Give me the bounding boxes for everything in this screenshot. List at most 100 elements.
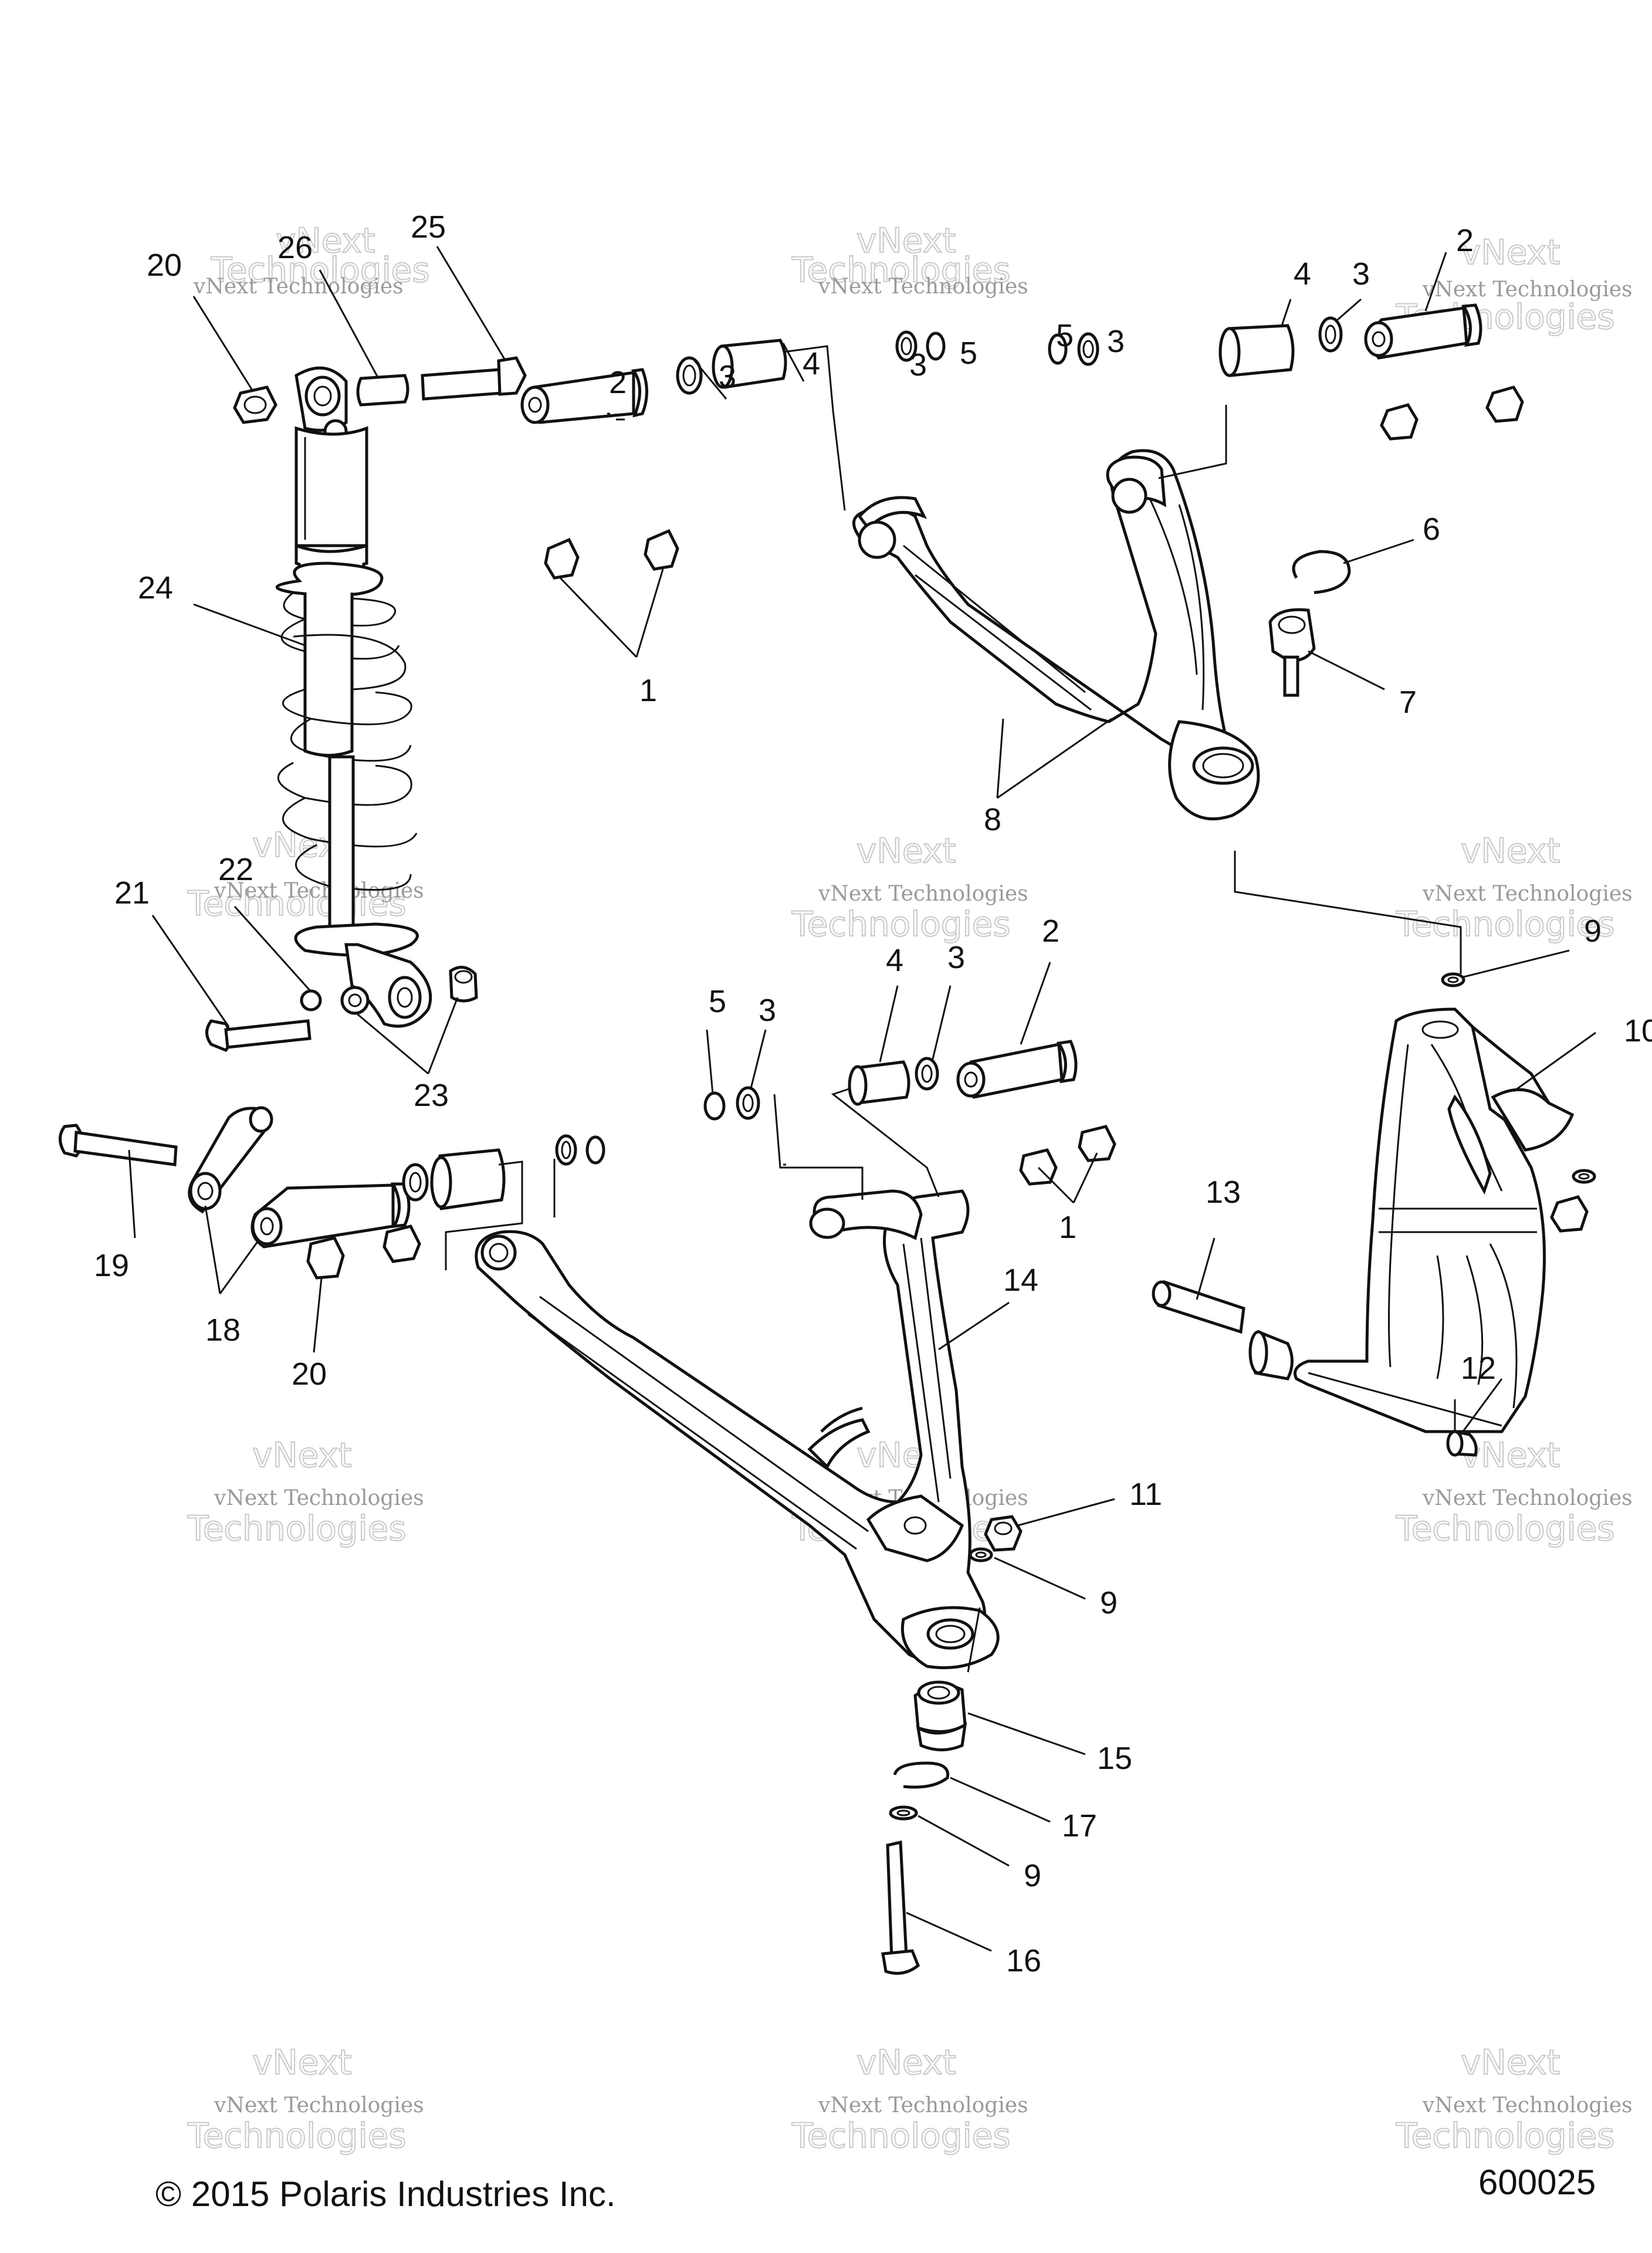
callout-8: 8 [984, 802, 1001, 837]
callout-14: 14 [1003, 1263, 1038, 1298]
watermark-text: vNext Technologies [193, 275, 404, 299]
callout-6: 6 [1423, 512, 1440, 547]
watermark-word: Technologies [791, 904, 1011, 944]
watermark-text: vNext Technologies [214, 2093, 424, 2117]
callout-15: 15 [1097, 1741, 1132, 1776]
callout-2-upper-right: 2 [1456, 223, 1474, 258]
watermark-word: vNext [1461, 232, 1560, 272]
watermark-word: Technologies [791, 2116, 1011, 2156]
lower-a-arm [475, 1189, 1000, 1669]
bolt-19-shank [73, 1131, 178, 1166]
watermark-word: vNext [1461, 831, 1560, 871]
nut-1b [644, 529, 679, 571]
watermark-lower-right: Technologies vNext vNext Technologies [1395, 1435, 1633, 1549]
callout-16: 16 [1006, 1943, 1041, 1978]
watermark-word: Technologies [187, 2116, 407, 2156]
lower-arm-rear-pivot-hardware [703, 1040, 1116, 1186]
callout-5-upper: 5 [1056, 318, 1074, 353]
callout-12: 12 [1461, 1351, 1496, 1386]
callout-17: 17 [1062, 1808, 1097, 1843]
watermark-text: vNext Technologies [214, 1486, 424, 1510]
bushing-26 [356, 374, 409, 407]
bolt-21-shank [224, 1019, 312, 1049]
nut-20-lower [306, 1236, 345, 1280]
callout-9-bottom: 9 [1024, 1858, 1041, 1893]
nut-1d [1078, 1125, 1116, 1162]
washer-3b [895, 330, 918, 362]
watermark-word: vNext [252, 1435, 351, 1475]
callout-9: 9 [1584, 914, 1602, 949]
bolt-25-head [497, 356, 527, 396]
bolt-16-shank [886, 1840, 908, 1962]
callout-10: 10 [1624, 1013, 1652, 1048]
watermark-word: Technologies [1396, 904, 1615, 944]
callout-13: 13 [1206, 1175, 1241, 1210]
snap-ring-6 [1292, 550, 1351, 594]
washer-3a [676, 356, 703, 395]
watermark-lower-left: Technologies vNext vNext Technologies [187, 1435, 424, 1549]
drawing-number: 600025 [1478, 2163, 1596, 2202]
watermark-word: Technologies [187, 1508, 407, 1548]
watermark-text: vNext Technologies [818, 275, 1028, 299]
footer: © 2015 Polaris Industries Inc. 600025 [155, 2163, 1596, 2214]
callout-25: 25 [411, 209, 446, 245]
nut-upper-rear-b [1485, 385, 1524, 423]
watermark-text: vNext Technologies [1422, 278, 1633, 302]
callout-numbers: 20 26 25 24 22 21 23 19 18 20 2 3 4 3 5 … [94, 209, 1652, 1978]
lower-arm-front-pivot-hardware [59, 1106, 605, 1280]
ball-joint-hardware-upper [1268, 550, 1351, 697]
watermark-top-center: Technologies vNext vNext Technologies [791, 220, 1028, 299]
washer-3e [736, 1086, 760, 1120]
ring-5c [703, 1091, 726, 1121]
nut-lower-front [382, 1224, 421, 1263]
watermark-word: vNext [1461, 1435, 1560, 1475]
callout-3: 3 [719, 359, 736, 394]
shock-top-hardware [233, 356, 527, 424]
watermark-word: Technologies [1396, 2116, 1615, 2156]
leader-lines [128, 246, 1596, 1952]
watermark-top-left: Technologies vNext vNext Technologies [193, 220, 431, 299]
callout-1: 1 [639, 673, 657, 708]
ring-5a [926, 331, 946, 361]
washer-9-lower-bottom [889, 1805, 918, 1821]
watermark-word: vNext [857, 831, 956, 871]
callout-3-lower: 3 [759, 993, 776, 1028]
watermark-bottom-center: Technologies vNext vNext Technologies [791, 2042, 1028, 2156]
callout-23: 23 [414, 1078, 449, 1113]
shock-bottom-hardware [205, 966, 478, 1053]
callout-7: 7 [1399, 685, 1417, 720]
watermark-middle-right: Technologies vNext vNext Technologies [1395, 830, 1633, 945]
snap-ring-17 [893, 1761, 950, 1789]
copyright-text: © 2015 Polaris Industries Inc. [155, 2174, 616, 2214]
lower-arm-shock-tab [866, 1494, 964, 1562]
nut-knuckle-right [1550, 1195, 1589, 1233]
callout-3-lower-right: 3 [947, 940, 965, 975]
nut-20-top [233, 385, 277, 424]
callout-26: 26 [277, 230, 313, 265]
callout-19: 19 [94, 1248, 129, 1283]
washer-3f [915, 1057, 939, 1091]
watermark-word: vNext [857, 2042, 956, 2082]
watermark-word: vNext [1461, 2042, 1560, 2082]
watermark-bottom-left: Technologies vNext vNext Technologies [187, 2042, 424, 2156]
ring-lower-front [585, 1135, 605, 1165]
shock-rod [328, 755, 355, 935]
callout-4-lower: 4 [886, 943, 903, 978]
nut-upper-rear-a [1380, 403, 1419, 441]
steering-knuckle [1294, 1007, 1575, 1433]
callout-22: 22 [218, 852, 253, 887]
spindle-pin-13 [1157, 1280, 1245, 1334]
callout-3-far-right: 3 [1352, 256, 1370, 292]
callout-4: 4 [803, 346, 820, 381]
callout-5-lower: 5 [709, 984, 726, 1019]
callout-3-upper: 3 [909, 347, 927, 383]
washer-9-lower-top [969, 1547, 993, 1562]
watermark-middle-center: Technologies vNext vNext Technologies [791, 830, 1028, 945]
watermark-word: Technologies [791, 250, 1011, 290]
shock-absorber-assembly [276, 366, 432, 1028]
washer-lower-front [402, 1163, 429, 1202]
bushing-23b [449, 966, 478, 1003]
watermark-text: vNext Technologies [1422, 882, 1633, 906]
watermark-text: vNext Technologies [818, 2093, 1028, 2117]
callout-2: 2 [609, 365, 627, 400]
